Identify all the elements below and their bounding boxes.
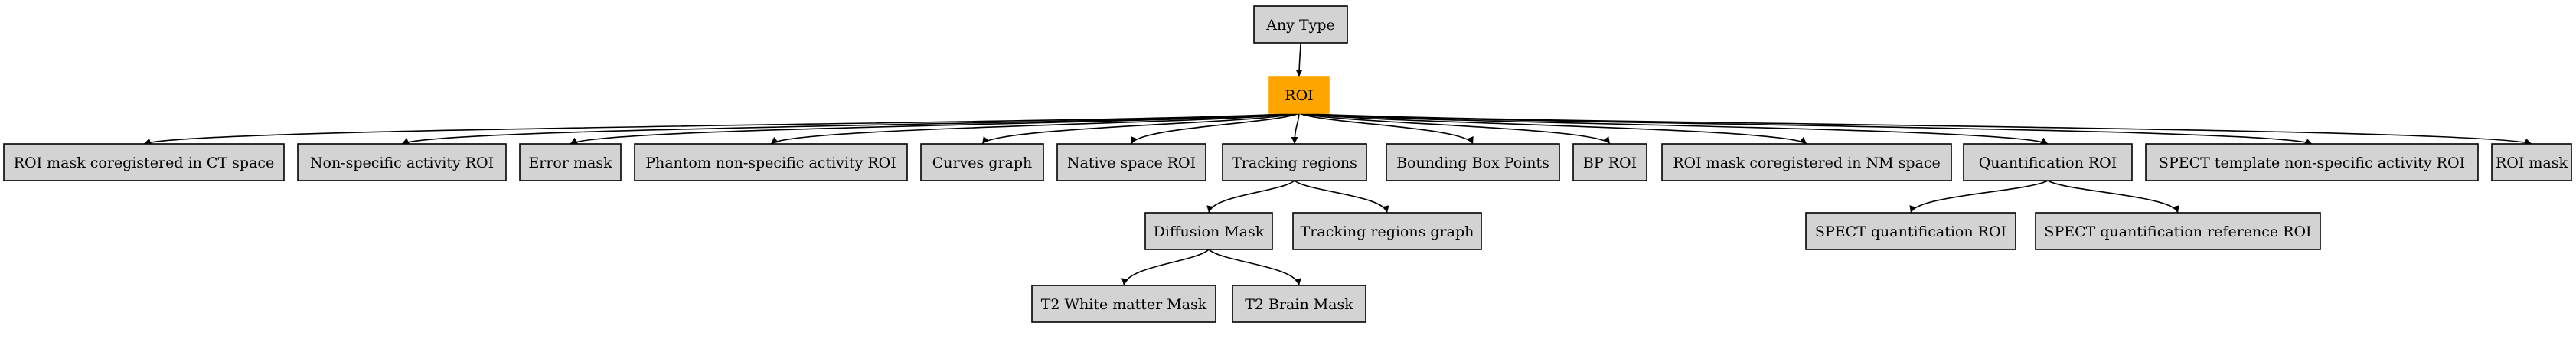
node-label-roi-mask-ct: ROI mask coregistered in CT space [14, 155, 275, 171]
node-label-error-mask: Error mask [528, 155, 612, 171]
node-native-roi[interactable]: Native space ROI [1056, 143, 1206, 181]
node-box-spect-template-roi [2145, 143, 2479, 181]
node-label-tracking-regions: Tracking regions [1232, 155, 1357, 171]
edge-tracking-regions-to-diffusion-mask [1206, 180, 1295, 214]
edge-roi-to-bp-roi [1298, 112, 1611, 145]
edge-roi-to-curves-graph [981, 112, 1300, 145]
edge-roi-to-non-specific-roi [401, 112, 1300, 145]
node-label-spect-quant-roi: SPECT quantification ROI [1815, 223, 2006, 240]
node-label-spect-quant-ref-roi: SPECT quantification reference ROI [2044, 223, 2311, 240]
edge-layer [143, 42, 2532, 286]
node-tracking-regions[interactable]: Tracking regions [1222, 143, 1367, 181]
node-label-phantom-roi: Phantom non-specific activity ROI [645, 155, 896, 171]
node-error-mask[interactable]: Error mask [519, 143, 622, 181]
node-label-t2-white: T2 White matter Mask [1041, 296, 1207, 313]
node-label-tracking-graph: Tracking regions graph [1301, 223, 1474, 240]
edge-quant-roi-to-spect-quant-ref-roi [2047, 180, 2179, 214]
node-label-quant-roi: Quantification ROI [1979, 155, 2117, 171]
node-box-bp-roi [1572, 143, 1647, 181]
node-box-t2-white [1031, 285, 1216, 323]
node-roi-mask-ct[interactable]: ROI mask coregistered in CT space [3, 143, 285, 181]
node-bbox-points[interactable]: Bounding Box Points [1386, 143, 1560, 181]
node-box-quant-roi [1963, 143, 2133, 181]
node-label-roi-mask: ROI mask [2496, 155, 2568, 171]
node-label-curves-graph: Curves graph [932, 155, 1033, 171]
node-phantom-roi[interactable]: Phantom non-specific activity ROI [634, 143, 908, 181]
node-label-roi-mask-nm: ROI mask coregistered in NM space [1673, 155, 1940, 171]
node-diffusion-mask[interactable]: Diffusion Mask [1144, 212, 1273, 250]
edge-roi-to-quant-roi [1298, 112, 2049, 145]
node-tracking-graph[interactable]: Tracking regions graph [1292, 212, 1482, 250]
node-label-native-roi: Native space ROI [1067, 155, 1196, 171]
edge-roi-to-tracking-regions [1291, 112, 1300, 145]
node-spect-quant-roi[interactable]: SPECT quantification ROI [1805, 212, 2016, 250]
node-spect-template-roi[interactable]: SPECT template non-specific activity ROI [2145, 143, 2479, 181]
node-box-curves-graph [920, 143, 1044, 181]
node-roi[interactable]: ROI [1268, 76, 1330, 114]
node-t2-brain[interactable]: T2 Brain Mask [1232, 285, 1366, 323]
node-box-roi-mask [2491, 143, 2572, 181]
node-box-roi [1268, 76, 1330, 114]
node-box-native-roi [1056, 143, 1206, 181]
node-box-any-type [1253, 5, 1348, 44]
node-label-bp-roi: BP ROI [1583, 155, 1637, 171]
edge-roi-to-roi-mask-ct [143, 112, 1300, 145]
node-box-spect-quant-roi [1805, 212, 2016, 250]
edge-roi-to-phantom-roi [770, 112, 1300, 145]
node-box-non-specific-roi [297, 143, 507, 181]
edge-tracking-regions-to-tracking-graph [1294, 180, 1389, 214]
edge-roi-to-native-roi [1131, 112, 1300, 145]
node-box-tracking-graph [1292, 212, 1482, 250]
edge-roi-to-roi-mask-nm [1298, 112, 1807, 145]
node-box-roi-mask-nm [1661, 143, 1952, 181]
node-box-tracking-regions [1222, 143, 1367, 181]
edge-roi-to-error-mask [570, 112, 1300, 145]
node-label-bbox-points: Bounding Box Points [1396, 155, 1549, 171]
node-t2-white[interactable]: T2 White matter Mask [1031, 285, 1216, 323]
node-box-roi-mask-ct [3, 143, 285, 181]
node-any-type[interactable]: Any Type [1253, 5, 1348, 44]
node-quant-roi[interactable]: Quantification ROI [1963, 143, 2133, 181]
node-label-non-specific-roi: Non-specific activity ROI [310, 155, 494, 171]
edge-roi-to-bbox-points [1298, 112, 1474, 145]
edge-diffusion-mask-to-t2-brain [1208, 249, 1301, 286]
node-roi-mask[interactable]: ROI mask [2491, 143, 2572, 181]
node-label-diffusion-mask: Diffusion Mask [1154, 223, 1265, 240]
edge-diffusion-mask-to-t2-white [1121, 249, 1210, 286]
node-label-spect-template-roi: SPECT template non-specific activity ROI [2159, 155, 2465, 171]
node-box-t2-brain [1232, 285, 1366, 323]
node-label-t2-brain: T2 Brain Mask [1245, 296, 1353, 313]
node-box-diffusion-mask [1144, 212, 1273, 250]
edge-roi-to-roi-mask [1298, 112, 2532, 145]
node-label-any-type: Any Type [1265, 17, 1335, 34]
node-box-bbox-points [1386, 143, 1560, 181]
node-label-roi: ROI [1285, 87, 1313, 104]
node-curves-graph[interactable]: Curves graph [920, 143, 1044, 181]
node-spect-quant-ref-roi[interactable]: SPECT quantification reference ROI [2035, 212, 2321, 250]
node-non-specific-roi[interactable]: Non-specific activity ROI [297, 143, 507, 181]
edge-any-type-to-roi [1295, 42, 1303, 77]
node-box-phantom-roi [634, 143, 908, 181]
node-box-spect-quant-ref-roi [2035, 212, 2321, 250]
node-roi-mask-nm[interactable]: ROI mask coregistered in NM space [1661, 143, 1952, 181]
edge-quant-roi-to-spect-quant-roi [1909, 180, 2049, 214]
node-bp-roi[interactable]: BP ROI [1572, 143, 1647, 181]
node-box-error-mask [519, 143, 622, 181]
